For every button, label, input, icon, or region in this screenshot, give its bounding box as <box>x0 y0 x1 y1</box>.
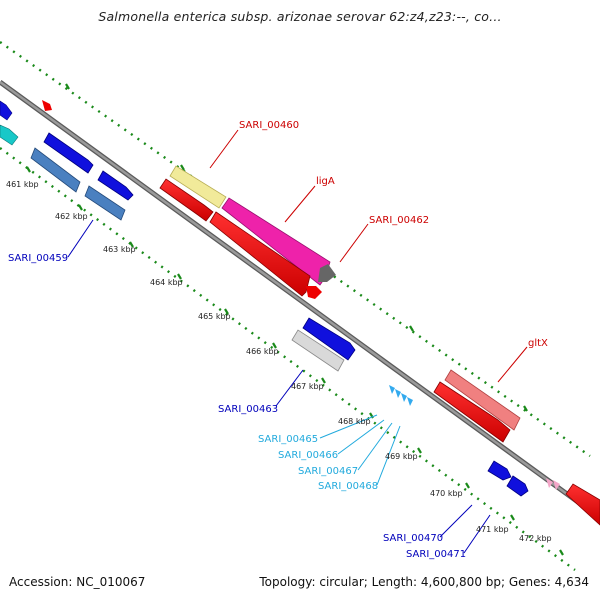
gene-red-under-gltX[interactable] <box>433 381 511 443</box>
gene-cluster-00465-00468[interactable] <box>389 385 413 406</box>
gene-label-SARI_00462[interactable]: SARI_00462 <box>369 215 429 226</box>
gene-label-SARI_00466[interactable]: SARI_00466 <box>278 450 338 461</box>
scale-label: 468 kbp <box>338 417 371 426</box>
topology-info: Topology: circular; Length: 4,600,800 bp… <box>259 575 589 589</box>
label-leaders <box>67 129 528 554</box>
scale-label: 461 kbp <box>6 180 39 189</box>
gene-left-cyan-partial[interactable] <box>0 124 19 146</box>
gene-label-SARI_00468[interactable]: SARI_00468 <box>318 481 378 492</box>
gene-label-SARI_00463[interactable]: SARI_00463 <box>218 404 278 415</box>
gene-label-ligA[interactable]: ligA <box>316 176 335 187</box>
scale-label: 462 kbp <box>55 212 88 221</box>
gene-ligA[interactable] <box>221 197 336 286</box>
gene-red-right-partial[interactable] <box>565 483 600 526</box>
gene-SARI_00470[interactable] <box>487 460 512 481</box>
gene-gray-00463[interactable] <box>291 329 345 372</box>
gene-left-blue-partial[interactable] <box>0 100 13 121</box>
gene-gltX[interactable] <box>444 369 521 431</box>
gene-labels: SARI_00460 ligA SARI_00462 gltX SARI_004… <box>8 120 548 560</box>
gene-left-red-small[interactable] <box>42 100 52 111</box>
gene-label-SARI_00471[interactable]: SARI_00471 <box>406 549 466 560</box>
scale-label: 470 kbp <box>430 489 463 498</box>
genome-backbone <box>0 79 600 521</box>
scale-label: 465 kbp <box>198 312 231 321</box>
gene-SARI_00459[interactable] <box>30 147 126 221</box>
gene-pink-small-right[interactable] <box>546 478 560 490</box>
gene-label-SARI_00459[interactable]: SARI_00459 <box>8 253 68 264</box>
scale-labels: 461 kbp 462 kbp 463 kbp 464 kbp 465 kbp … <box>6 180 552 543</box>
gene-blue-upper-pair[interactable] <box>43 132 134 201</box>
inner-major-ticks <box>26 166 564 556</box>
gene-label-gltX[interactable]: gltX <box>528 338 548 349</box>
scale-label: 472 kbp <box>519 534 552 543</box>
map-title: Salmonella enterica subsp. arizonae sero… <box>98 9 502 24</box>
gene-label-SARI_00467[interactable]: SARI_00467 <box>298 466 358 477</box>
gene-label-SARI_00460[interactable]: SARI_00460 <box>239 120 299 131</box>
accession-info: Accession: NC_010067 <box>9 575 146 589</box>
scale-label: 467 kbp <box>291 382 324 391</box>
gene-SARI_00471[interactable] <box>506 475 529 497</box>
gene-SARI_00462[interactable] <box>209 211 322 299</box>
gene-SARI_00463[interactable] <box>302 317 356 361</box>
gene-label-SARI_00465[interactable]: SARI_00465 <box>258 434 318 445</box>
gene-label-SARI_00470[interactable]: SARI_00470 <box>383 533 443 544</box>
scale-label: 469 kbp <box>385 452 418 461</box>
gene-SARI_00460[interactable] <box>169 165 227 209</box>
scale-label: 464 kbp <box>150 278 183 287</box>
scale-label: 463 kbp <box>103 245 136 254</box>
scale-label: 471 kbp <box>476 525 509 534</box>
gene-red-under-00460[interactable] <box>159 178 214 222</box>
scale-label: 466 kbp <box>246 347 279 356</box>
